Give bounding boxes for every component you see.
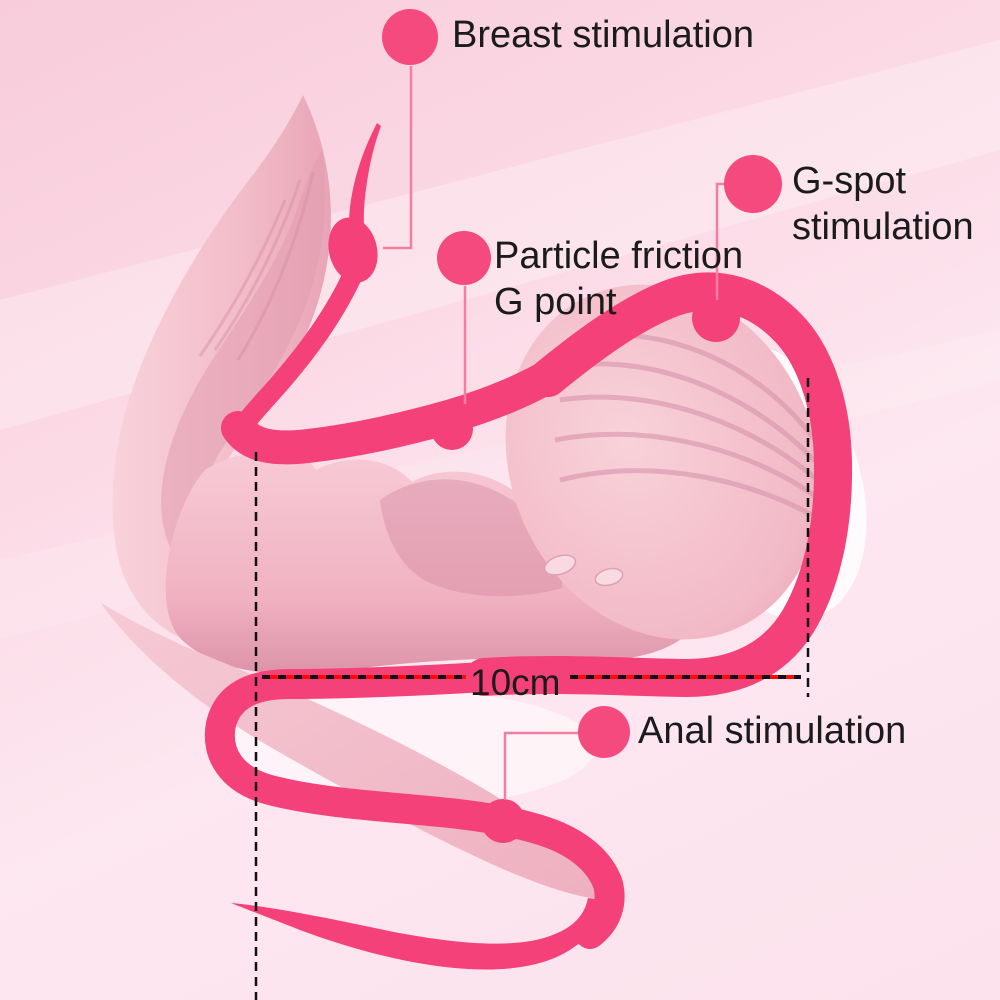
particle-nubs: [543, 554, 624, 587]
length-measurement-label: 10cm: [470, 662, 561, 703]
ribbon-bump-particle: [431, 408, 473, 450]
callout-dots: [382, 9, 782, 758]
gspot-stimulation-label: G-spot stimulation: [792, 158, 974, 250]
ribbon-bump-anal: [481, 799, 525, 843]
breast-callout-dot: [382, 9, 438, 65]
gspot-callout-dot: [724, 155, 782, 213]
particle-callout-dot: [437, 231, 491, 285]
anal-stimulation-label: Anal stimulation: [638, 710, 907, 752]
gspot-label-line1: G-spot: [792, 160, 907, 202]
particle-label-line1: Particle friction: [494, 235, 744, 277]
particle-friction-label: Particle friction G point: [494, 233, 743, 325]
callout-connectors: [383, 66, 726, 800]
body-crease-shadow: [380, 479, 563, 597]
breast-connector: [383, 66, 413, 250]
gspot-connector: [715, 182, 726, 300]
ribbon-bottom-taper: [231, 898, 604, 970]
particle-label-line2: G point: [494, 281, 617, 323]
head-ridges: [554, 332, 836, 518]
breast-stimulation-label: Breast stimulation: [452, 14, 755, 56]
ribbon-bump-gspot: [692, 294, 740, 342]
anal-connector: [503, 731, 579, 800]
ribbon-s-lower: [221, 355, 573, 465]
ribbon-bottom-hook: [204, 662, 625, 949]
body-shaft: [165, 453, 704, 675]
measurement-overlay: [254, 378, 810, 1000]
gspot-label-line2: stimulation: [792, 206, 974, 248]
anal-callout-dot: [578, 706, 630, 758]
ribbon-bulge-breast: [328, 217, 378, 283]
wing-streaks: [198, 171, 315, 361]
